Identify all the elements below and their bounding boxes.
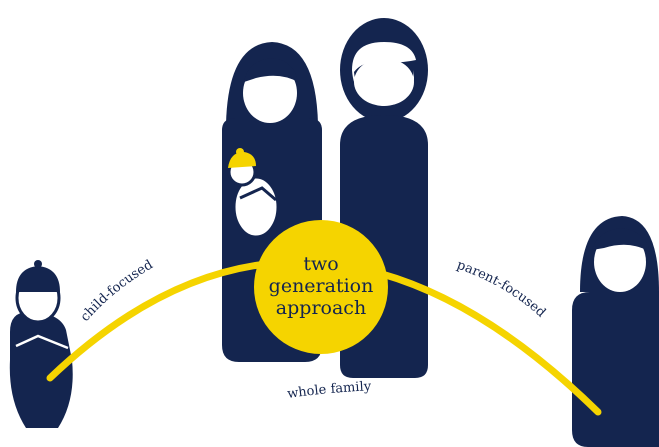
child-focused-text: child-focused [78, 257, 156, 324]
whole-family-text: whole family [286, 379, 372, 402]
approach-title: two generation approach [250, 253, 392, 319]
infant-figure-icon [9, 260, 73, 428]
mother-hair-fringe [244, 58, 298, 82]
approach-title-line-2: generation [268, 275, 374, 297]
held-baby-icon [227, 148, 280, 239]
parent-hair-fringe [592, 228, 650, 252]
father-face [352, 42, 416, 106]
approach-title-line-3: approach [275, 297, 367, 319]
approach-title-line-1: two [303, 253, 339, 275]
mother-face [243, 63, 297, 123]
approach-circle [254, 220, 388, 354]
child-focused-label: child-focused [78, 257, 156, 324]
whole-family-label: whole family [286, 379, 372, 402]
